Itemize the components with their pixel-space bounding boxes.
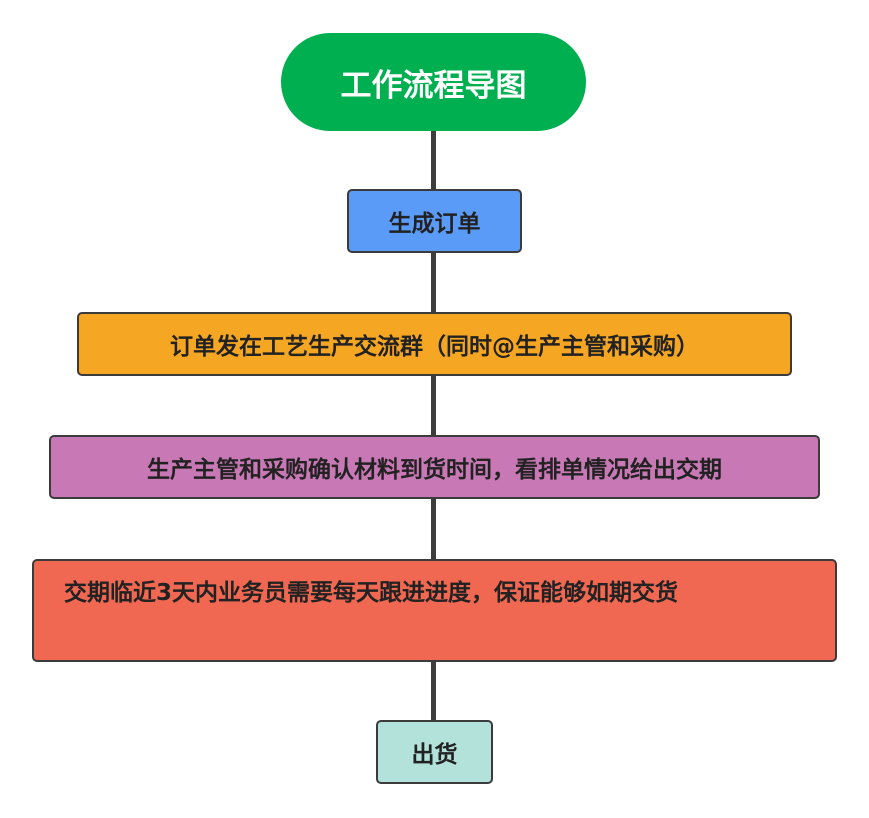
step-post-order-to-group-label: 订单发在工艺生产交流群（同时@生产主管和采购） <box>170 334 699 360</box>
step-ship-label: 出货 <box>411 742 458 768</box>
step-follow-up-progress: 交期临近3天内业务员需要每天跟进进度，保证能够如期交货 <box>32 559 837 662</box>
connector-step-4-to-step-5 <box>431 662 436 720</box>
step-generate-order-label: 生成订单 <box>388 211 481 237</box>
step-ship: 出货 <box>376 720 493 784</box>
connector-step-3-to-step-4 <box>431 499 436 559</box>
flowchart-title-text: 工作流程导图 <box>340 67 527 104</box>
step-post-order-to-group: 订单发在工艺生产交流群（同时@生产主管和采购） <box>77 312 792 376</box>
step-follow-up-progress-label: 交期临近3天内业务员需要每天跟进进度，保证能够如期交货 <box>64 580 679 606</box>
step-confirm-delivery-date: 生产主管和采购确认材料到货时间，看排单情况给出交期 <box>49 435 820 499</box>
connector-title-to-step-1 <box>431 131 436 189</box>
flowchart-title: 工作流程导图 <box>281 33 586 131</box>
step-confirm-delivery-date-label: 生产主管和采购确认材料到货时间，看排单情况给出交期 <box>147 457 722 483</box>
step-generate-order: 生成订单 <box>347 189 522 253</box>
connector-step-2-to-step-3 <box>431 376 436 435</box>
connector-step-1-to-step-2 <box>431 253 436 312</box>
